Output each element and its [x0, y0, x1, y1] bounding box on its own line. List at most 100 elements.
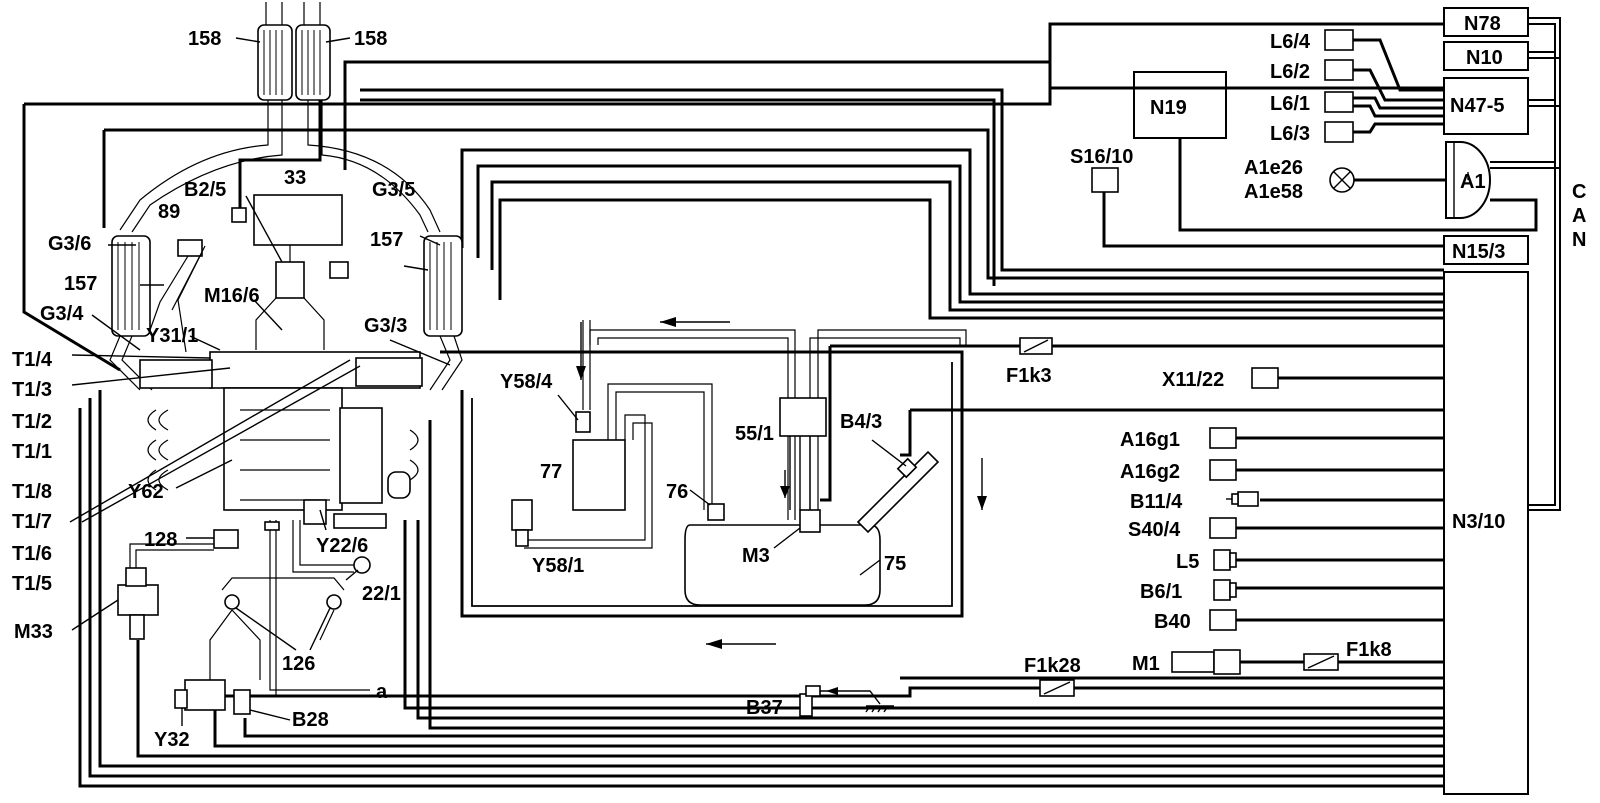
label-b4-3: B4/3 — [840, 411, 882, 433]
label-f1k3: F1k3 — [1006, 365, 1052, 387]
label-55-1: 55/1 — [735, 423, 774, 445]
valve-126-right — [326, 594, 342, 610]
label-a: a — [376, 681, 388, 703]
label-n47-5: N47-5 — [1450, 95, 1504, 117]
label-x11-22: X11/22 — [1162, 369, 1224, 391]
label-m1: M1 — [1132, 653, 1160, 675]
label-l6-3: L6/3 — [1270, 123, 1310, 145]
label-g3-4: G3/4 — [40, 303, 84, 325]
sensor-b28 — [233, 689, 251, 715]
sensor-76 — [707, 503, 725, 521]
control-unit-boxes — [1133, 7, 1529, 795]
label-157-left: 157 — [64, 273, 97, 295]
engine-block — [223, 387, 343, 511]
label-n3-10: N3/10 — [1452, 511, 1505, 533]
label-158-right: 158 — [354, 28, 387, 50]
label-a16g1: A16g1 — [1120, 429, 1180, 451]
label-m3: M3 — [742, 545, 770, 567]
label-a1: A1 — [1460, 171, 1486, 193]
label-t1-1: T1/1 — [12, 441, 52, 463]
label-t1-7: T1/7 — [12, 511, 52, 533]
wire-harness — [22, 22, 1538, 788]
box-n78 — [1443, 7, 1529, 37]
label-33: 33 — [284, 167, 306, 189]
label-157-right: 157 — [370, 229, 403, 251]
label-126: 126 — [282, 653, 315, 675]
sensor-b6-1 — [1213, 579, 1231, 601]
switch-s16-10 — [1091, 167, 1119, 193]
label-b11-4: B11/4 — [1130, 491, 1183, 513]
label-l6-4: L6/4 — [1270, 31, 1311, 53]
valve-128 — [213, 529, 239, 549]
catalyst-158-right — [295, 24, 331, 101]
box-n3-10 — [1443, 271, 1529, 795]
label-t1-2: T1/2 — [12, 411, 52, 433]
pump-m33 — [117, 584, 159, 616]
label-y58-4: Y58/4 — [500, 371, 553, 393]
label-t1-4: T1/4 — [12, 349, 53, 371]
label-g3-5: G3/5 — [372, 179, 415, 201]
label-can-n: N — [1572, 229, 1586, 251]
component-labels: 158 158 B2/5 33 89 G3/6 157 G3/4 G3/5 15… — [12, 13, 1586, 751]
label-n78: N78 — [1464, 13, 1501, 35]
label-l6-1: L6/1 — [1270, 93, 1310, 115]
label-n10: N10 — [1466, 47, 1503, 69]
connector-x11-22 — [1251, 367, 1279, 389]
label-t1-3: T1/3 — [12, 379, 52, 401]
connector-a16g2 — [1209, 459, 1237, 481]
small-connectors — [799, 29, 1446, 717]
box-n19 — [1133, 71, 1227, 139]
box-n10 — [1443, 41, 1529, 71]
pump-55-1 — [779, 397, 827, 437]
air-filter-33 — [253, 194, 343, 246]
pump-m3 — [799, 509, 821, 533]
label-a1e26: A1e26 — [1244, 157, 1303, 179]
label-22-1: 22/1 — [362, 583, 401, 605]
label-n19: N19 — [1150, 97, 1187, 119]
label-f1k28: F1k28 — [1024, 655, 1081, 677]
fuel-system — [511, 317, 987, 649]
label-f1k8: F1k8 — [1346, 639, 1392, 661]
catalyst-157-left — [111, 235, 151, 337]
label-l5: L5 — [1176, 551, 1199, 573]
valve-y58-1 — [511, 499, 533, 531]
label-m33: M33 — [14, 621, 53, 643]
label-t1-5: T1/5 — [12, 573, 52, 595]
label-y32: Y32 — [154, 729, 190, 751]
label-76: 76 — [666, 481, 688, 503]
filler-neck-b4-3 — [856, 450, 940, 534]
box-n15-3 — [1443, 235, 1529, 265]
label-b28: B28 — [292, 709, 329, 731]
label-n15-3: N15/3 — [1452, 241, 1505, 263]
label-t1-8: T1/8 — [12, 481, 52, 503]
connector-l6-3 — [1324, 121, 1354, 143]
box-n47-5 — [1443, 77, 1529, 135]
label-b37: B37 — [746, 697, 783, 719]
label-a16g2: A16g2 — [1120, 461, 1180, 483]
label-y58-1: Y58/1 — [532, 555, 584, 577]
label-y31-1: Y31/1 — [146, 325, 198, 347]
valve-126-left — [224, 594, 240, 610]
label-77: 77 — [540, 461, 562, 483]
canister-77 — [572, 439, 626, 511]
valve-y22-6 — [303, 499, 327, 525]
sensor-l5 — [1213, 549, 1231, 571]
label-g3-3: G3/3 — [364, 315, 407, 337]
valve-y58-4 — [575, 411, 591, 433]
switch-s40-4 — [1209, 517, 1237, 539]
label-89: 89 — [158, 201, 180, 223]
label-s40-4: S40/4 — [1128, 519, 1181, 541]
label-158-left: 158 — [188, 28, 221, 50]
label-can-c: C — [1572, 181, 1586, 203]
label-128: 128 — [144, 529, 177, 551]
label-a1e58: A1e58 — [1244, 181, 1303, 203]
connector-l6-1 — [1324, 91, 1354, 113]
label-l6-2: L6/2 — [1270, 61, 1310, 83]
catalyst-158-left — [257, 24, 293, 101]
label-b40: B40 — [1154, 611, 1191, 633]
connector-a16g1 — [1209, 427, 1237, 449]
sensor-b40 — [1209, 609, 1237, 631]
connector-l6-2 — [1324, 59, 1354, 81]
label-b2-5: B2/5 — [184, 179, 226, 201]
